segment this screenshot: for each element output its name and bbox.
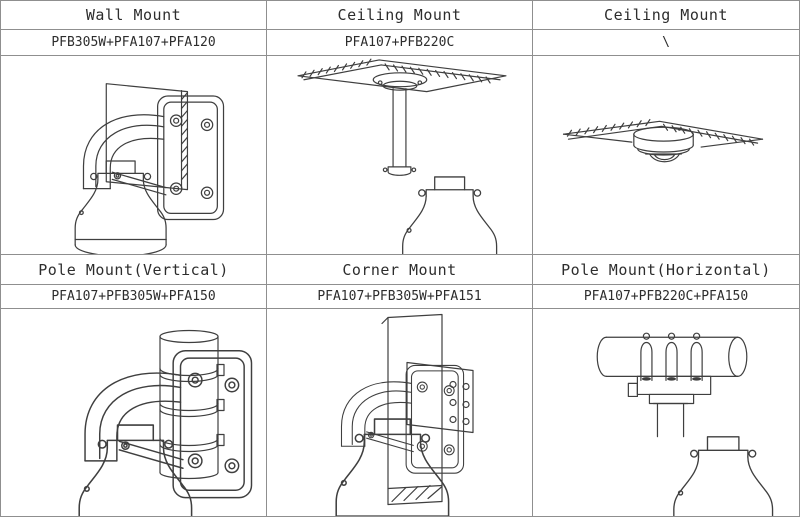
cell-figure-pole-mount-vertical bbox=[1, 309, 267, 516]
parts-label: PFA107+PFB305W+PFA150 bbox=[51, 289, 216, 304]
cell-parts-corner-mount: PFA107+PFB305W+PFA151 bbox=[267, 285, 533, 309]
cell-parts-pole-mount-horizontal: PFA107+PFB220C+PFA150 bbox=[533, 285, 799, 309]
parts-label: PFA107+PFB220C+PFA150 bbox=[583, 289, 749, 304]
cell-figure-corner-mount bbox=[267, 309, 533, 516]
title-label: Pole Mount(Vertical) bbox=[38, 260, 229, 279]
wall-mount-figure bbox=[74, 83, 224, 254]
cell-title-corner-mount: Corner Mount bbox=[267, 255, 533, 285]
cell-parts-ceiling-mount-pendant: PFA107+PFB220C bbox=[267, 30, 533, 56]
title-label: Wall Mount bbox=[85, 6, 182, 24]
cell-title-pole-mount-horizontal: Pole Mount(Horizontal) bbox=[533, 255, 799, 285]
parts-label: PFA107+PFB305W+PFA151 bbox=[317, 289, 482, 304]
cell-parts-wall-mount: PFB305W+PFA107+PFA120 bbox=[1, 30, 267, 56]
parts-label: \ bbox=[662, 35, 670, 50]
pole-mount-vertical-figure bbox=[78, 329, 253, 516]
cell-parts-pole-mount-vertical: PFA107+PFB305W+PFA150 bbox=[1, 285, 267, 309]
title-label: Corner Mount bbox=[342, 260, 457, 279]
cell-figure-pole-mount-horizontal bbox=[533, 309, 799, 516]
parts-label: PFA107+PFB220C bbox=[344, 35, 455, 50]
title-label: Ceiling Mount bbox=[337, 6, 462, 24]
pole-mount-horizontal-figure bbox=[596, 332, 773, 516]
cell-title-pole-mount-vertical: Pole Mount(Vertical) bbox=[1, 255, 267, 285]
cell-title-ceiling-mount-pendant: Ceiling Mount bbox=[267, 1, 533, 30]
ceiling-mount-direct-figure bbox=[562, 118, 764, 163]
cell-title-ceiling-mount-direct: Ceiling Mount bbox=[533, 1, 799, 30]
cell-parts-ceiling-mount-direct: \ bbox=[533, 30, 799, 56]
ceiling-mount-pendant-figure bbox=[297, 58, 507, 254]
cell-figure-ceiling-mount-direct bbox=[533, 56, 799, 255]
cell-figure-ceiling-mount-pendant bbox=[267, 56, 533, 255]
cell-title-wall-mount: Wall Mount bbox=[1, 1, 267, 30]
title-label: Ceiling Mount bbox=[604, 6, 728, 24]
corner-mount-figure bbox=[335, 313, 474, 516]
title-label: Pole Mount(Horizontal) bbox=[561, 260, 771, 279]
cell-figure-wall-mount bbox=[1, 56, 267, 255]
parts-label: PFB305W+PFA107+PFA120 bbox=[51, 35, 216, 50]
